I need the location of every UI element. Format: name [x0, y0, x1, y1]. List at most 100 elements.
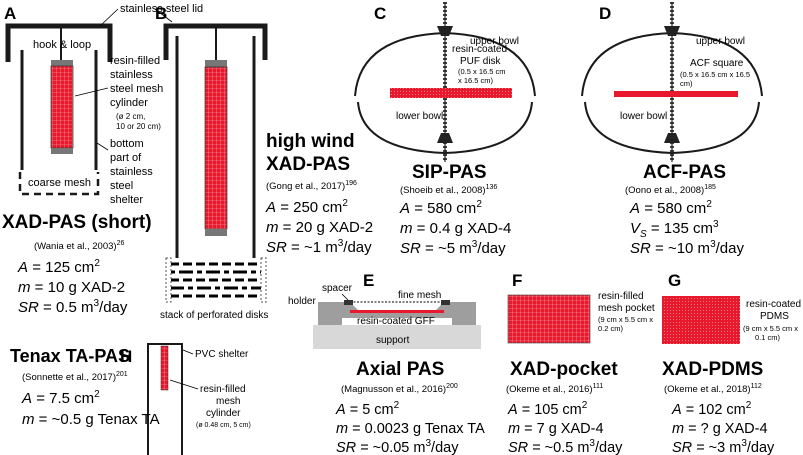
panel-e-ref: (Magnusson et al., 2016)200: [341, 383, 458, 395]
resin-cylinder-b: [204, 66, 228, 230]
panel-b-sampling-rate: SR = ~1 m3/day: [266, 238, 372, 256]
disks-label: stack of perforated disks: [160, 310, 268, 321]
panel-g-area: A = 102 cm2: [671, 400, 752, 418]
panel-e-title: Axial PAS: [356, 359, 444, 380]
panel-g-mass: m = ? g XAD-4: [672, 421, 768, 437]
panel-a-sampling-rate: SR = 0.5 m3/day: [18, 298, 128, 316]
panel-d-area: A = 580 cm2: [629, 199, 712, 217]
panel-c-letter: C: [374, 4, 386, 23]
pocket-dims: (9 cm x 5.5 cm x 0.2 cm): [598, 315, 655, 333]
panel-b-ref: (Gong et al., 2017)196: [266, 180, 357, 192]
panel-f-letter: F: [512, 271, 522, 290]
panel-b-letter: B: [155, 4, 167, 23]
coarse-mesh-label: coarse mesh: [28, 177, 91, 189]
mesh-pocket: [507, 294, 591, 344]
panel-g: G resin-coated PDMS (9 cm x 5.5 cm x 0.1…: [662, 271, 801, 455]
panel-h-letter: H: [120, 347, 132, 366]
panel-d: D upper bowl lower bowl ACF square (0.5 …: [581, 2, 763, 257]
panel-a-title: XAD-PAS (short): [2, 212, 152, 233]
panel-c-area: A = 580 cm2: [399, 199, 482, 217]
lid-label: stainless steel lid: [120, 3, 203, 15]
puf-disk-label: resin-coated PUF disk: [452, 44, 510, 67]
panel-a-area: A = 125 cm2: [17, 258, 100, 276]
panel-e-area: A = 5 cm2: [335, 400, 400, 418]
shelter-lid: [5, 23, 113, 62]
panel-b: B stack of perforated disks high wind XA…: [155, 4, 373, 321]
panel-d-title: ACF-PAS: [643, 162, 726, 183]
pocket-label: resin-filled mesh pocket: [598, 291, 655, 314]
cylinder-cap-top: [51, 60, 73, 66]
upper-bowl-label-c: upper bowl: [470, 36, 519, 47]
panel-b-title-top: high wind: [266, 131, 355, 152]
panel-h-area: A = 7.5 cm2: [21, 389, 100, 407]
panel-b-area: A = 250 cm2: [265, 198, 348, 216]
panel-a-letter: A: [4, 4, 16, 23]
panel-h-mass: m = ~0.5 g Tenax TA: [22, 411, 160, 428]
puf-disk: [390, 88, 512, 98]
panel-e: E spacer holder fine mesh resin-coated G…: [288, 271, 485, 455]
panel-b-title: XAD-PAS: [266, 154, 350, 175]
panel-f: F resin-filled mesh pocket (9 cm x 5.5 c…: [506, 271, 655, 455]
cylinder-cap-bottom: [51, 148, 73, 154]
mesh-cylinder-dims: (ø 0.48 cm, 5 cm): [196, 422, 251, 429]
panel-c-sampling-rate: SR = ~5 m3/day: [400, 239, 506, 257]
panel-f-mass: m = 7 g XAD-4: [508, 421, 604, 437]
panel-g-letter: G: [668, 271, 681, 290]
panel-c-mass: m = 0.4 g XAD-4: [400, 220, 511, 237]
gff-label: resin-coated GFF: [357, 316, 435, 327]
cylinder-dims-label: (ø 2 cm, 10 or 20 cm): [116, 112, 161, 131]
panel-d-volume: VS = 135 cm3: [630, 219, 719, 240]
coarse-mesh-shelter: [18, 172, 100, 196]
acf-square: [614, 91, 738, 97]
panel-h-ref: (Sonnette et al., 2017)201: [22, 371, 128, 383]
acf-square-dims: (0.5 x 16.5 cm x 16.5 cm): [680, 70, 752, 88]
panel-c-title: SIP-PAS: [412, 162, 487, 183]
spacer-label: spacer: [322, 283, 353, 294]
panel-h-title: Tenax TA-PAS: [10, 346, 130, 366]
pdms-dims: (9 cm x 5.5 cm x 0.1 cm): [743, 324, 800, 342]
pdms-sheet: [662, 296, 740, 344]
panel-a-mass: m = 10 g XAD-2: [18, 279, 125, 296]
lower-bowl-label-d: lower bowl: [620, 111, 667, 122]
mesh-cylinder-label: resin-filled mesh cylinder: [200, 384, 248, 419]
panel-g-sampling-rate: SR = ~3 m3/day: [672, 438, 775, 455]
panel-g-ref: (Okeme et al., 2018)112: [664, 383, 762, 395]
bottom-label: bottom part of stainless steel shelter: [110, 138, 156, 206]
panel-e-sampling-rate: SR = ~0.05 m3/day: [336, 438, 459, 455]
pvc-shelter: [147, 343, 183, 455]
pvc-shelter-label: PVC shelter: [195, 349, 249, 360]
perforated-disks: [165, 257, 267, 303]
shelter-bottom: [20, 50, 98, 170]
upper-bowl-label-d: upper bowl: [696, 36, 745, 47]
wind-shelter-lid: [163, 23, 268, 60]
panel-a-ref: (Wania et al., 2003)26: [34, 240, 124, 252]
panel-c: C upper bowl lower bowl resin-coated PUF…: [354, 2, 536, 257]
lower-bowl-label-c: lower bowl: [396, 111, 443, 122]
panel-d-ref: (Oono et al., 2008)185: [625, 184, 716, 196]
panel-g-title: XAD-PDMS: [662, 359, 763, 380]
holder-label: holder: [288, 296, 316, 307]
holder-body: [318, 302, 476, 325]
panel-d-sampling-rate: SR = ~10 m3/day: [630, 239, 744, 257]
hook-label: hook & loop: [33, 39, 91, 51]
fine-mesh-label: fine mesh: [398, 290, 441, 301]
puf-disk-dims: (0.5 x 16.5 cm x 16.5 cm): [458, 67, 508, 85]
panel-c-ref: (Shoeib et al., 2008)136: [400, 184, 497, 196]
acf-square-label: ACF square: [690, 58, 744, 69]
support-block: [313, 325, 481, 349]
panel-a: A hook & loop stainless steel lid resin-…: [2, 3, 203, 316]
panel-e-mass: m = 0.0023 g Tenax TA: [336, 421, 485, 437]
panel-e-letter: E: [363, 271, 374, 290]
panel-f-ref: (Okeme et al., 2016)111: [506, 383, 603, 395]
support-label: support: [376, 335, 410, 346]
panel-f-title: XAD-pocket: [510, 359, 618, 380]
panel-f-area: A = 105 cm2: [507, 400, 588, 418]
panel-f-sampling-rate: SR = ~0.5 m3/day: [508, 438, 623, 455]
resin-cylinder-h: [160, 345, 169, 391]
panel-h: H PVC shelter resin-filled mesh cylinder…: [10, 343, 251, 455]
resin-cylinder-a: [50, 65, 74, 149]
cylinder-label: resin-filled stainless steel mesh cylind…: [110, 55, 166, 109]
panel-d-letter: D: [599, 4, 611, 23]
